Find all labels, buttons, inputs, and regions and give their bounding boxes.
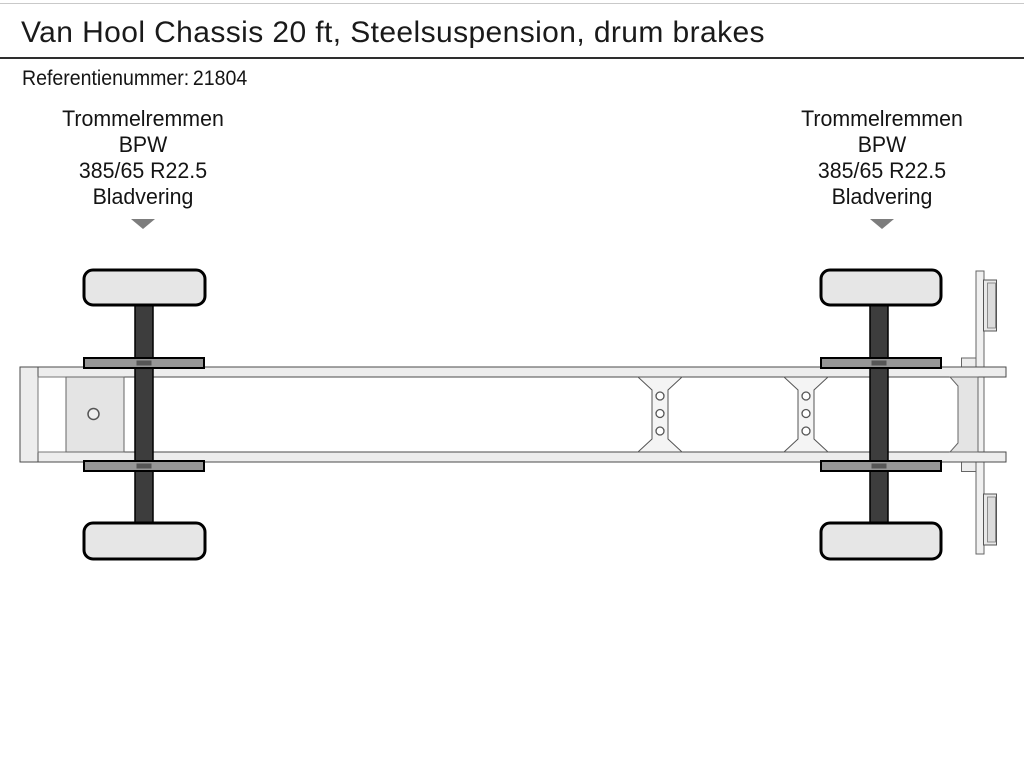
bolt-hole <box>655 391 665 401</box>
annotation-tyre-size: 385/65 R22.5 <box>817 158 947 183</box>
rear-lamp-top-inner <box>987 282 996 329</box>
axles <box>134 299 889 529</box>
front-slot <box>37 376 67 453</box>
triangle-down-icon <box>131 219 155 229</box>
axle-overlap <box>136 360 152 366</box>
leaf-springs <box>83 357 942 472</box>
bolt-hole <box>655 426 665 436</box>
main-beam <box>19 366 1007 463</box>
axle-left <box>134 299 154 529</box>
annotation-tyre-size: 385/65 R22.5 <box>78 158 208 183</box>
kingpin-circle <box>87 407 100 421</box>
annotation-brake-type: Trommelremmen <box>62 106 224 131</box>
annotation-suspension: Bladvering <box>831 184 933 209</box>
rear-step-bracket-top <box>961 357 977 368</box>
axle-overlap <box>871 463 887 469</box>
reference-number: Referentienummer:21804 <box>22 67 247 91</box>
rear-step-bracket-bottom <box>961 461 977 472</box>
rear-assembly <box>961 270 997 555</box>
wheel-right-top <box>819 268 943 307</box>
axle-annotation-right: Trommelremmen BPW 385/65 R22.5 Bladverin… <box>737 106 1024 210</box>
bolt-hole <box>801 426 811 436</box>
triangle-down-icon <box>870 219 894 229</box>
bolt-hole <box>655 408 665 419</box>
annotation-brake-type: Trommelremmen <box>801 106 963 131</box>
wheel-left-top <box>82 268 207 307</box>
wheel-left-bottom <box>82 521 207 561</box>
rear-lamp-bottom-inner <box>987 496 996 543</box>
axle-overlap <box>871 360 887 366</box>
axle-overlap <box>136 463 152 469</box>
reference-label: Referentienummer: <box>22 67 190 90</box>
rear-crossmember-plate <box>948 376 979 453</box>
annotation-axle-brand: BPW <box>118 132 168 157</box>
page-title: Van Hool Chassis 20 ft, Steelsuspension,… <box>21 16 765 49</box>
bolt-hole <box>801 391 811 401</box>
top-divider <box>0 3 1024 4</box>
reference-value: 21804 <box>192 67 248 90</box>
annotation-axle-brand: BPW <box>857 132 907 157</box>
front-end-cap <box>19 366 39 463</box>
title-divider <box>0 57 1024 59</box>
bolt-hole <box>801 408 811 419</box>
wheel-right-bottom <box>819 521 943 561</box>
axle-annotation-left: Trommelremmen BPW 385/65 R22.5 Bladverin… <box>0 106 289 210</box>
axle-right <box>869 299 889 529</box>
annotation-suspension: Bladvering <box>92 184 194 209</box>
wheels <box>82 268 943 561</box>
